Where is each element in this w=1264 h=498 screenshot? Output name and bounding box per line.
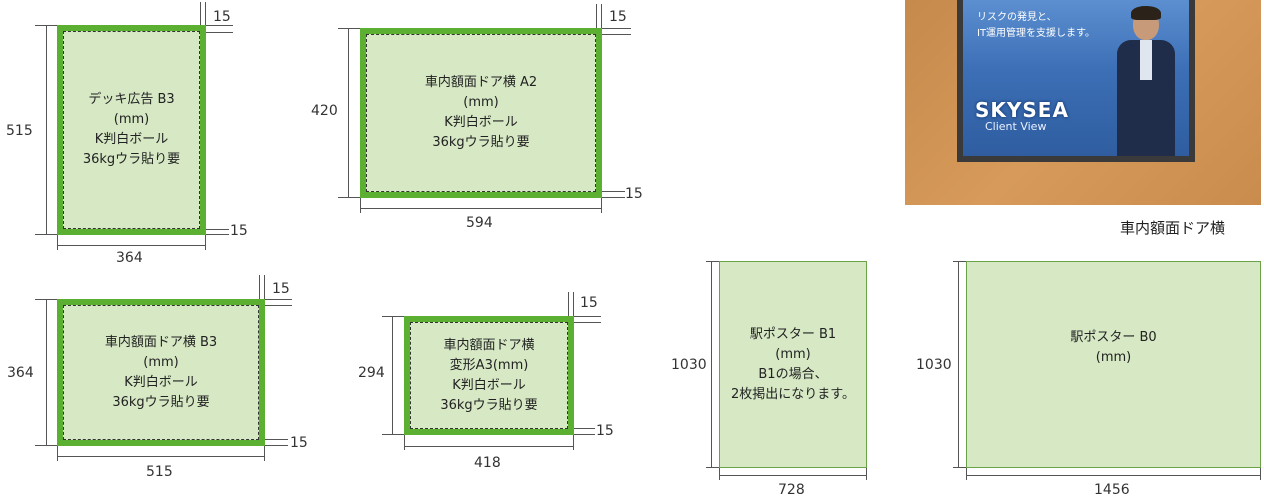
product-logo: SKYSEA (975, 98, 1069, 122)
height-dimension: 420 (311, 103, 338, 119)
width-dimension: 1456 (1094, 482, 1130, 498)
width-dimension: 728 (778, 482, 805, 498)
height-dimension: 294 (358, 365, 385, 381)
poster-sheet: 駅ポスター B1 (mm) B1の場合、 2枚掲出になります。 (719, 261, 867, 468)
photo-caption: 車内額面ドア横 (1120, 219, 1226, 237)
print-safe-area: 車内額面ドア横 B3 (mm) K判白ボール 36kgウラ貼り要 (63, 305, 259, 440)
margin-top-dimension: 15 (609, 9, 627, 25)
print-safe-area: 車内額面ドア横 A2 (mm) K判白ボール 36kgウラ貼り要 (366, 34, 596, 192)
height-dimension: 1030 (916, 357, 952, 373)
margin-top-dimension: 15 (213, 9, 231, 25)
person-figure (1113, 6, 1177, 156)
height-dimension: 364 (7, 365, 34, 381)
height-dimension: 515 (6, 123, 33, 139)
poster-photo: リスクの発見と、 IT運用管理を支援します。 SKYSEA Client Vie… (905, 0, 1261, 205)
margin-top-dimension: 15 (272, 281, 290, 297)
poster-sheet: 車内額面ドア横 A2 (mm) K判白ボール 36kgウラ貼り要 (360, 28, 602, 198)
width-dimension: 594 (466, 215, 493, 231)
sheet-label: 車内額面ドア横 変形A3(mm) K判白ボール 36kgウラ貼り要 (440, 337, 538, 413)
sheet-label: 車内額面ドア横 B3 (mm) K判白ボール 36kgウラ貼り要 (104, 334, 218, 410)
sheet-label: 車内額面ドア横 A2 (mm) K判白ボール 36kgウラ貼り要 (424, 75, 538, 150)
margin-right-dimension: 15 (290, 435, 308, 451)
margin-top-dimension: 15 (580, 295, 598, 311)
sheet-label: 駅ポスター B1 (mm) B1の場合、 2枚掲出になります。 (731, 326, 855, 402)
height-dimension: 1030 (671, 357, 707, 373)
poster-sheet: 車内額面ドア横 変形A3(mm) K判白ボール 36kgウラ貼り要 (404, 316, 574, 435)
poster-sheet: デッキ広告 B3 (mm) K判白ボール 36kgウラ貼り要 (57, 25, 206, 235)
margin-right-dimension: 15 (596, 423, 614, 439)
poster-sheet: 駅ポスター B0 (mm) (966, 261, 1261, 468)
framed-poster: リスクの発見と、 IT運用管理を支援します。 SKYSEA Client Vie… (957, 0, 1195, 162)
sheet-label: 駅ポスター B0 (mm) (1070, 330, 1157, 366)
print-safe-area: 車内額面ドア横 変形A3(mm) K判白ボール 36kgウラ貼り要 (410, 322, 568, 429)
width-dimension: 364 (116, 250, 143, 266)
product-logo-sub: Client View (985, 120, 1047, 133)
sheet-label: デッキ広告 B3 (mm) K判白ボール 36kgウラ貼り要 (82, 92, 181, 167)
poster-subheadline: IT運用管理を支援します。 (977, 28, 1096, 39)
width-dimension: 418 (474, 455, 501, 471)
poster-headline: リスクの発見と、 (977, 12, 1057, 23)
width-dimension: 515 (146, 464, 173, 480)
print-safe-area: デッキ広告 B3 (mm) K判白ボール 36kgウラ貼り要 (63, 31, 200, 229)
poster-sheet: 車内額面ドア横 B3 (mm) K判白ボール 36kgウラ貼り要 (57, 299, 265, 446)
margin-right-dimension: 15 (625, 186, 643, 202)
margin-right-dimension: 15 (230, 223, 248, 239)
